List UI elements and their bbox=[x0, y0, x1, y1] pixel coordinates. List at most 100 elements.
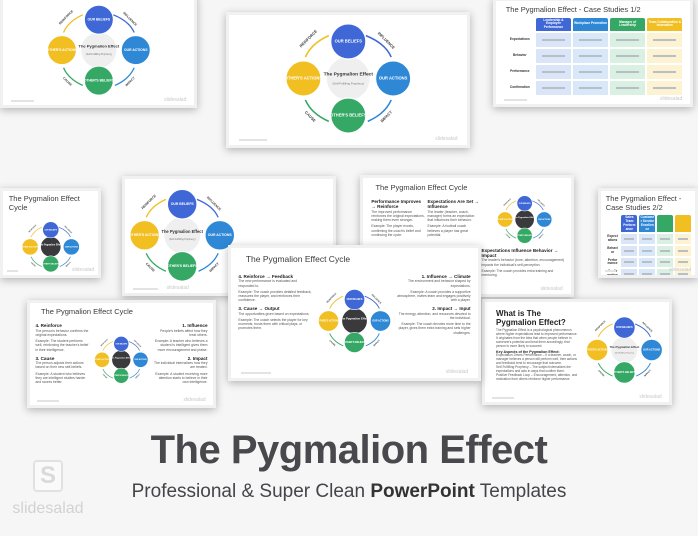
cycle-arrow-impact bbox=[367, 99, 392, 123]
cycle-arrow-impact bbox=[635, 362, 651, 377]
cycle-arrow-cause bbox=[145, 252, 167, 272]
cycle-arrow-influence bbox=[634, 323, 651, 338]
node-our-beliefs bbox=[516, 195, 533, 212]
slide-brand-mark: slidesalad bbox=[183, 396, 206, 403]
table-cell bbox=[535, 33, 572, 47]
node-label-others-actions: OTHER'S ACTIONS bbox=[129, 233, 161, 237]
node-label-our-actions: OUR ACTIONS bbox=[208, 233, 233, 237]
slide-brand-mark: slidesalad bbox=[540, 285, 563, 292]
arrow-label-impact: IMPACT bbox=[135, 373, 142, 380]
center-label: The Pygmalion Effect bbox=[78, 44, 119, 49]
aspect-item: Expectation Drives Performance – If a te… bbox=[496, 353, 577, 366]
node-label-others-beliefs: OTHER'S BELIEFS bbox=[114, 375, 130, 377]
note-example: Example: The coach selects the player fo… bbox=[238, 318, 308, 331]
center-circle bbox=[342, 308, 367, 334]
center-label: The Pygmalion Effect bbox=[161, 228, 203, 233]
cycle-arrow-impact bbox=[198, 252, 219, 272]
slidesalad-logo: S slidesalad bbox=[12, 460, 84, 518]
node-label-our-beliefs: OUR BELIEFS bbox=[116, 344, 129, 346]
note-text: The individual internalizes how they are… bbox=[153, 361, 208, 370]
aspect-item: Self-Fulfilling Prophecy – The subject i… bbox=[496, 365, 571, 374]
table-header bbox=[675, 215, 692, 233]
node-our-beliefs bbox=[166, 188, 198, 219]
cycle-arrow-cause bbox=[102, 369, 114, 379]
cycle-arrow-reinforce bbox=[30, 226, 42, 237]
center-sublabel: (Self-Fulfilling Prophecy) bbox=[614, 353, 634, 355]
note-text: The improved performance reinforces the … bbox=[371, 209, 425, 223]
node-label-others-actions: OTHER'S ACTIONS bbox=[21, 245, 39, 248]
arrow-label-reinforce: REINFORCE bbox=[141, 193, 158, 210]
node-our-beliefs bbox=[329, 23, 367, 60]
note-example: Example: The coach provides extra traini… bbox=[481, 268, 554, 278]
node-label-our-beliefs: OUR BELIEFS bbox=[44, 229, 57, 231]
arrow-label-reinforce: REINFORCE bbox=[58, 10, 74, 26]
note-example: Example: A football coach believes a pla… bbox=[427, 224, 468, 237]
node-label-others-beliefs: OTHER'S BELIEFS bbox=[84, 79, 115, 83]
node-our-actions bbox=[535, 211, 552, 228]
slide-brand-mark: slidesalad bbox=[660, 95, 683, 102]
cycle-arrow-cause bbox=[304, 99, 329, 123]
center-circle bbox=[164, 216, 201, 253]
center-circle bbox=[80, 32, 117, 69]
arrow-label-cause: CAUSE bbox=[504, 233, 511, 240]
arrow-label-influence: INFLUENCE bbox=[641, 321, 653, 333]
table-cell bbox=[639, 234, 656, 244]
arrow-label-influence: INFLUENCE bbox=[63, 225, 72, 234]
aspect-item: Positive Feedback Loop – Encouragement, … bbox=[496, 372, 578, 381]
cycle-arrow-influence bbox=[112, 14, 135, 34]
node-others-actions bbox=[46, 35, 77, 66]
center-circle bbox=[112, 350, 131, 370]
cycle-arrow-impact bbox=[59, 256, 71, 267]
arrow-label-reinforce: REINFORCE bbox=[298, 28, 318, 48]
cycle-arrow-reinforce bbox=[505, 200, 516, 211]
center-label: The Pygmalion Effect bbox=[609, 345, 639, 349]
slide-footer-line bbox=[238, 139, 268, 142]
table-cell bbox=[647, 80, 683, 95]
slide-thumbnail: What is The Pygmalion Effect?The Pygmali… bbox=[482, 299, 672, 405]
slide-brand-mark: slidesalad bbox=[164, 96, 187, 103]
node-label-our-beliefs: OUR BELIEFS bbox=[87, 18, 110, 22]
arrow-label-cause: CAUSE bbox=[30, 261, 37, 268]
slide-brand-mark: slidesalad bbox=[166, 284, 189, 291]
arrow-label-cause: CAUSE bbox=[328, 339, 336, 347]
node-others-actions bbox=[21, 238, 39, 255]
center-circle bbox=[40, 236, 61, 257]
table-cell bbox=[647, 64, 683, 79]
node-label-others-beliefs: OTHER'S BELIEFS bbox=[344, 341, 365, 344]
aspects-heading: Key Aspects of the Pygmalion Effect: bbox=[496, 349, 560, 354]
node-our-actions bbox=[204, 219, 235, 251]
node-label-others-beliefs: OTHER'S BELIEFS bbox=[167, 264, 198, 268]
table-row-label: Performance bbox=[607, 257, 618, 266]
node-label-others-actions: OTHER'S ACTIONS bbox=[46, 48, 77, 52]
table-cell bbox=[621, 257, 638, 268]
cycle-arrow-impact bbox=[532, 228, 544, 239]
subtitle-bold: PowerPoint bbox=[370, 481, 475, 502]
center-label: The Pygmalion Effect bbox=[39, 243, 62, 246]
subtitle-text-end: Templates bbox=[474, 481, 567, 502]
cycle-arrow-influence bbox=[365, 35, 392, 58]
note-heading: 3. Cause bbox=[35, 355, 55, 361]
cycle-arrow-influence bbox=[58, 226, 71, 237]
arrow-label-impact: IMPACT bbox=[124, 76, 135, 87]
slide-footer-line bbox=[10, 99, 34, 102]
arrow-label-reinforce: REINFORCE bbox=[503, 198, 512, 207]
table-cell bbox=[610, 64, 646, 79]
cycle-arrow-cause bbox=[62, 67, 83, 87]
node-label-our-beliefs: OUR BELIEFS bbox=[171, 202, 195, 206]
center-circle bbox=[326, 57, 370, 101]
node-label-others-beliefs: OTHER'S BELIEFS bbox=[613, 371, 635, 374]
